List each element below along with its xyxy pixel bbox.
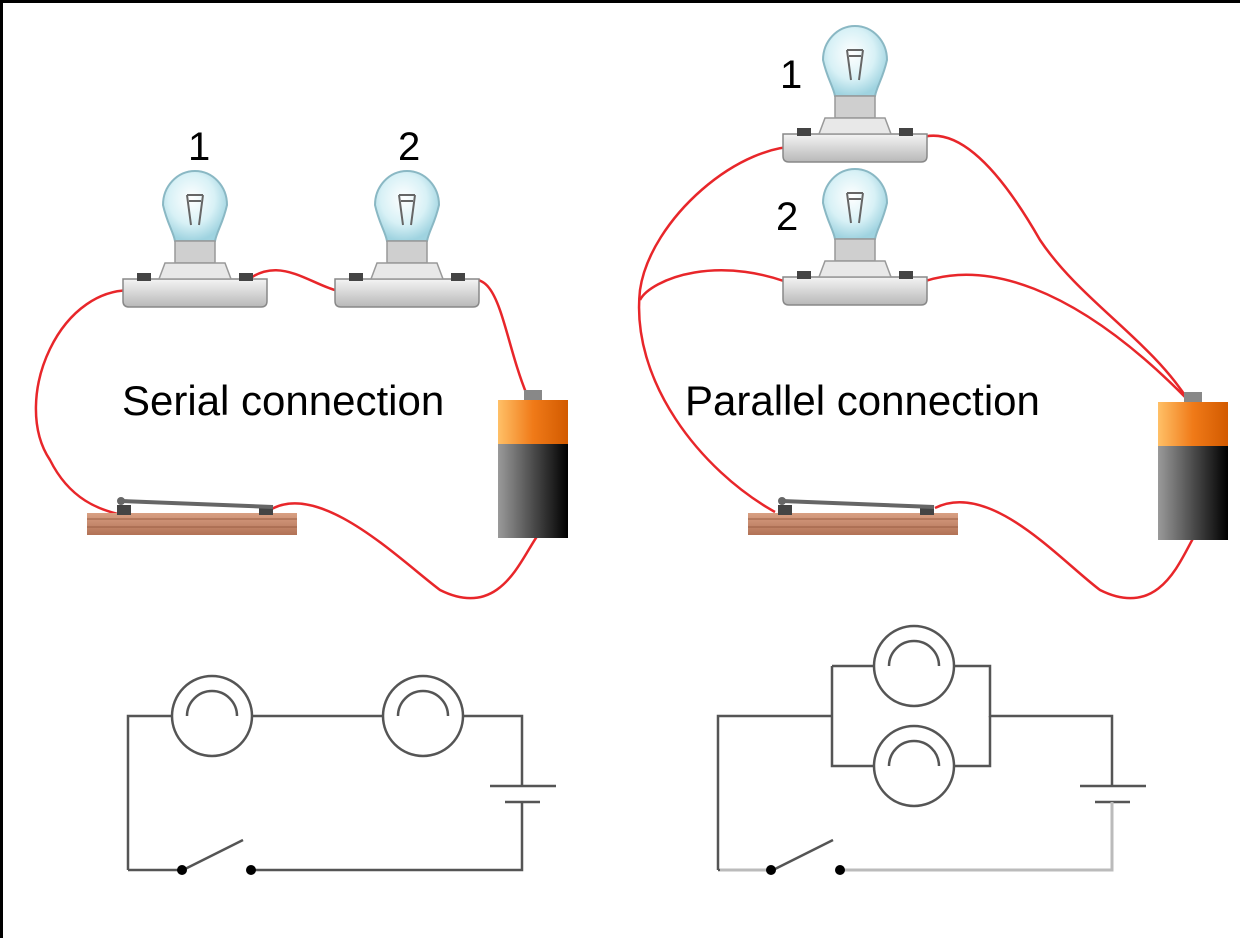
- parallel-switch-contact-icon: [835, 865, 845, 875]
- serial-lamp-2-symbol: [381, 674, 465, 758]
- parallel-pictorial: [637, 25, 1228, 600]
- parallel-bulb-2-label: 2: [776, 195, 798, 239]
- parallel-lamp-2-symbol: [872, 724, 956, 808]
- parallel-wires: [637, 134, 1197, 600]
- parallel-battery-icon: [1158, 392, 1228, 540]
- serial-battery-icon: [498, 390, 568, 538]
- parallel-schematic-return-wire: [720, 802, 1114, 872]
- parallel-switch-symbol: [772, 838, 834, 872]
- serial-schematic: [126, 674, 556, 872]
- serial-switch-symbol: [182, 838, 244, 872]
- parallel-bulb-2-icon: [782, 168, 928, 306]
- parallel-lamp-1-symbol: [872, 624, 956, 708]
- serial-lamp-1-symbol: [170, 674, 254, 758]
- serial-bulb-1-label: 1: [188, 125, 210, 169]
- parallel-bulb-1-label: 1: [780, 53, 802, 97]
- serial-switch-contact-icon: [246, 865, 256, 875]
- serial-wires: [34, 269, 540, 600]
- parallel-title: Parallel connection: [685, 377, 1040, 424]
- serial-switch-icon: [85, 495, 299, 537]
- serial-bulb-2-icon: [334, 170, 480, 308]
- parallel-switch-contact-icon: [766, 865, 776, 875]
- parallel-switch-icon: [746, 495, 960, 537]
- serial-bulb-2-label: 2: [398, 125, 420, 169]
- parallel-schematic: [716, 624, 1146, 872]
- serial-switch-contact-icon: [177, 865, 187, 875]
- parallel-bulb-1-icon: [782, 25, 928, 163]
- serial-bulb-1-icon: [122, 170, 268, 308]
- serial-title: Serial connection: [122, 377, 444, 424]
- serial-pictorial: [34, 170, 568, 600]
